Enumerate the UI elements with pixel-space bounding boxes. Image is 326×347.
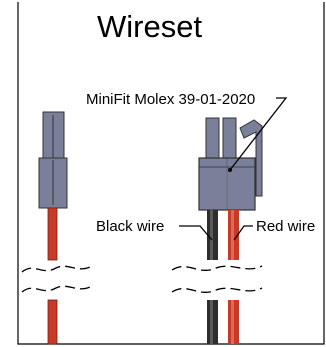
- wire-break-right: [171, 261, 263, 299]
- side-view-connector: [38, 111, 68, 345]
- red-wire: [228, 210, 239, 344]
- connector-part-label: MiniFit Molex 39-01-2020: [86, 91, 255, 108]
- red-wire-label: Red wire: [256, 218, 315, 235]
- connector-leader-line: [229, 97, 288, 171]
- red-wire-leader: [233, 225, 253, 241]
- diagram-title: Wireset: [97, 9, 202, 44]
- side-red-wire-lower: [47, 299, 58, 345]
- black-wire: [207, 210, 218, 344]
- diagram-frame: [17, 2, 325, 345]
- wire-break-left: [21, 261, 93, 299]
- connector-leader-dot: [228, 168, 232, 172]
- black-wire-leader: [179, 225, 213, 241]
- molex-connector: [198, 117, 263, 211]
- side-red-wire-upper: [47, 207, 58, 261]
- connector-latch: [239, 119, 263, 197]
- black-wire-label: Black wire: [96, 218, 164, 235]
